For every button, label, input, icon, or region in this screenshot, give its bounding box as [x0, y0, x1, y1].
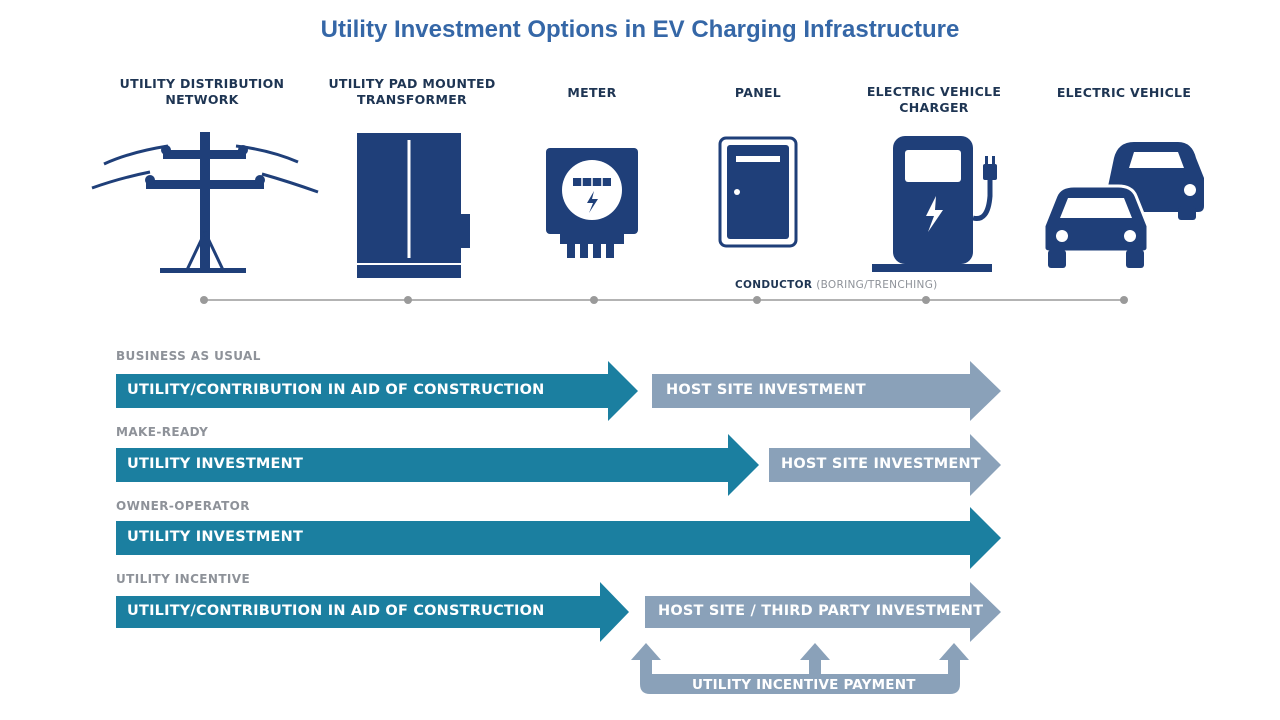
label-panel: PANEL: [734, 85, 782, 100]
meter-icon: [546, 148, 638, 258]
incentive-payment-text: UTILITY INCENTIVE PAYMENT: [692, 677, 916, 693]
row4-host-arrow: [645, 582, 1001, 642]
label-meter: METER: [567, 85, 617, 100]
row1-host-arrow: [652, 361, 1001, 421]
row1-utility-text: UTILITY/CONTRIBUTION IN AID OF CONSTRUCT…: [127, 382, 545, 398]
timeline-node-charger: [922, 296, 930, 304]
row2-host-text: HOST SITE INVESTMENT: [781, 456, 981, 472]
row2-utility-text: UTILITY INVESTMENT: [127, 456, 304, 472]
label-utility-pad-mounted-transformer: UTILITY PAD MOUNTED TRANSFORMER: [328, 76, 496, 107]
row-label-make-ready: MAKE-READY: [116, 425, 209, 439]
row-label-utility-incentive: UTILITY INCENTIVE: [116, 572, 251, 586]
row4-utility-arrow: [116, 582, 629, 642]
transformer-icon: [357, 133, 470, 278]
label-utility-distribution-network: UTILITY DISTRIBUTION NETWORK: [119, 76, 285, 107]
row1-host-text: HOST SITE INVESTMENT: [666, 382, 866, 398]
row3-utility-text: UTILITY INVESTMENT: [127, 529, 304, 545]
row1-utility-arrow: [116, 361, 638, 421]
row4-utility-text: UTILITY/CONTRIBUTION IN AID OF CONSTRUCT…: [127, 603, 545, 619]
cars-icon: [1042, 142, 1204, 268]
row3-utility-arrow: [116, 507, 1001, 569]
row2-host-arrow: [769, 434, 1001, 496]
timeline-node-utility-network: [200, 296, 208, 304]
row-label-business-as-usual: BUSINESS AS USUAL: [116, 349, 261, 363]
row4-host-text: HOST SITE / THIRD PARTY INVESTMENT: [658, 603, 984, 619]
conductor-sublabel: (BORING/TRENCHING): [816, 279, 938, 291]
label-electric-vehicle: ELECTRIC VEHICLE: [1056, 85, 1192, 100]
incentive-payment-bracket: [631, 643, 969, 694]
diagram-title: Utility Investment Options in EV Chargin…: [320, 16, 960, 43]
ev-charger-icon: [872, 136, 997, 272]
timeline-node-transformer: [404, 296, 412, 304]
label-electric-vehicle-charger: ELECTRIC VEHICLE CHARGER: [866, 84, 1002, 115]
timeline-node-meter: [590, 296, 598, 304]
row-label-owner-operator: OWNER-OPERATOR: [116, 499, 250, 513]
timeline-node-panel: [753, 296, 761, 304]
panel-icon: [718, 136, 798, 248]
timeline: [200, 296, 1128, 304]
timeline-node-vehicle: [1120, 296, 1128, 304]
row2-utility-arrow: [116, 434, 759, 496]
conductor-label: CONDUCTOR (BORING/TRENCHING): [735, 279, 938, 291]
utility-pole-icon: [91, 132, 319, 273]
